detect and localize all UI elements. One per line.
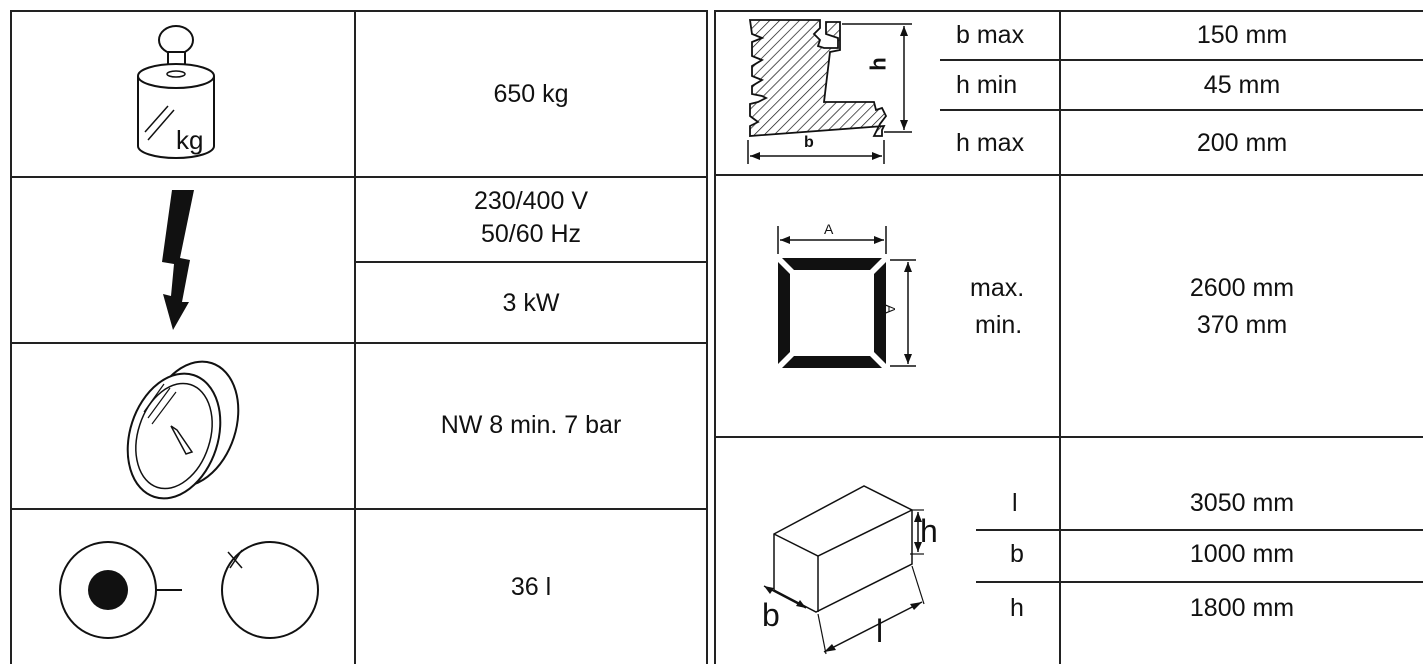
- voltage-value: 230/400 V: [474, 187, 588, 215]
- pressure-gauge-icon: [126, 360, 240, 500]
- dimension-row-value: 1800 mm: [1189, 594, 1295, 622]
- air-value: NW 8 min. 7 bar: [440, 411, 622, 439]
- box-dimension-h-label: h: [920, 513, 938, 549]
- frame-max-value: 2600 mm: [1189, 274, 1295, 302]
- frame-max-label: max.: [970, 274, 1025, 302]
- profile-dimension-b-label: b: [804, 134, 814, 151]
- dimension-row-label: b: [1010, 540, 1024, 568]
- profile-subrow-divider: [940, 109, 1423, 111]
- volume-icon: [59, 541, 319, 639]
- right-table-top-border: [714, 10, 1423, 12]
- frame-dimension-a-side-label: A: [882, 304, 899, 314]
- left-table-row-divider: [10, 508, 708, 510]
- left-table-left-border: [10, 10, 12, 664]
- frame-min-value: 370 mm: [1196, 311, 1288, 339]
- left-table-column-divider: [354, 10, 356, 664]
- left-table-row-divider: [10, 342, 708, 344]
- weight-value: 650 kg: [493, 80, 569, 108]
- profile-row-label: h max: [956, 129, 1025, 157]
- dimensions-subrow-divider: [976, 529, 1423, 531]
- profile-row-value: 45 mm: [1203, 71, 1281, 99]
- weight-icon-label: kg: [176, 125, 204, 155]
- profile-row-value: 200 mm: [1196, 129, 1288, 157]
- dimension-row-value: 1000 mm: [1189, 540, 1295, 568]
- dimension-row-label: h: [1010, 594, 1024, 622]
- frame-dimension-a-top-label: A: [824, 221, 834, 237]
- profile-cross-section-icon: [747, 19, 912, 164]
- profile-row-label: b max: [956, 21, 1025, 49]
- left-table-subrow-divider: [356, 261, 708, 263]
- right-table-column-divider: [1059, 10, 1061, 664]
- box-dimension-l-label: l: [876, 613, 884, 649]
- profile-row-value: 150 mm: [1196, 21, 1288, 49]
- dimensions-subrow-divider: [976, 581, 1423, 583]
- profile-row-label: h min: [956, 71, 1018, 99]
- box-dimensions-icon: [763, 485, 925, 655]
- right-table-row-divider: [714, 174, 1423, 176]
- right-table-row-divider: [714, 436, 1423, 438]
- volume-value: 36 l: [510, 573, 552, 601]
- left-table-right-border: [706, 10, 708, 664]
- profile-dimension-h-label: h: [865, 57, 891, 71]
- frequency-value: 50/60 Hz: [480, 220, 582, 248]
- power-rating-value: 3 kW: [502, 289, 560, 317]
- left-table-top-border: [10, 10, 708, 12]
- dimension-row-label: l: [1012, 489, 1018, 517]
- box-dimension-b-label: b: [762, 597, 780, 633]
- square-frame-icon: [777, 226, 916, 368]
- lightning-icon: [162, 190, 194, 330]
- profile-subrow-divider: [940, 59, 1423, 61]
- frame-min-label: min.: [975, 311, 1023, 339]
- dimension-row-value: 3050 mm: [1189, 489, 1295, 517]
- weight-icon: [137, 25, 215, 159]
- left-table-row-divider: [10, 176, 708, 178]
- right-table-left-border: [714, 10, 716, 664]
